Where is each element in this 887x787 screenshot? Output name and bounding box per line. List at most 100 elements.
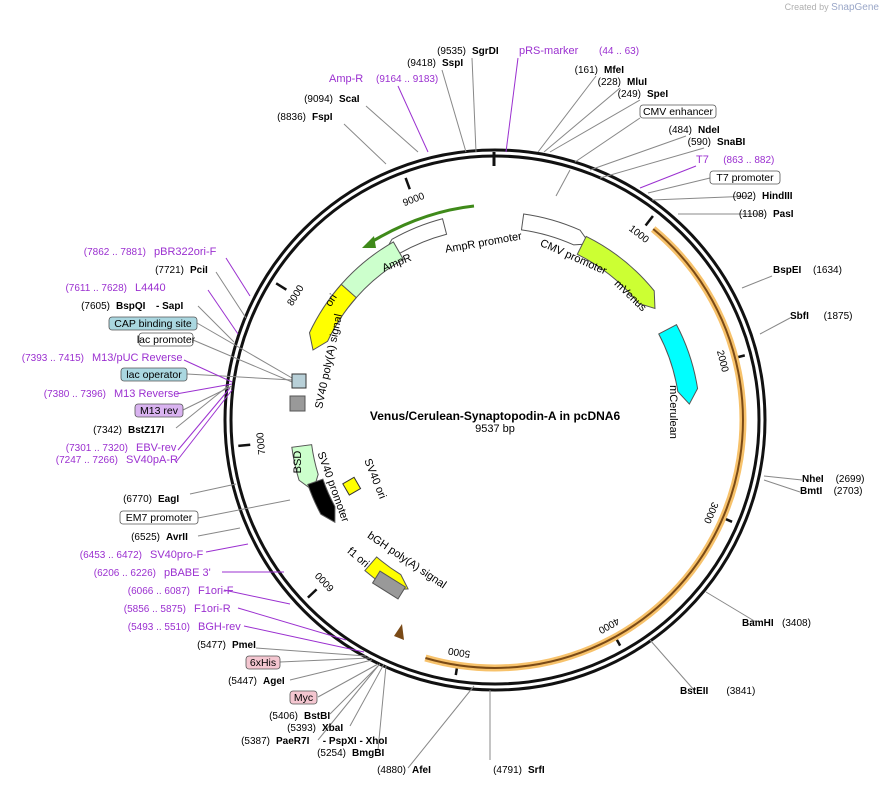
leader-cmv-enhancer [574,117,641,163]
tick-label-7000: 7000 [255,431,268,455]
enzyme-pos-mfei: (161) [575,65,598,76]
enzyme-pos-pasi: (1108) [739,209,767,220]
leader-bspqi [197,305,235,343]
feature-bgh-polya-box [371,570,407,600]
label-lac-operator-box [120,367,188,382]
enzyme-pos-bamhi: (3408) [782,618,811,629]
leader-6xhis [279,657,371,663]
enzyme-bsteii: BstEII [680,686,709,697]
enzyme-pos-fspi: (8836) [277,112,306,123]
leader-spei [549,99,641,153]
feature-sv40-ori-box [342,476,362,496]
label-myc-box [289,690,318,705]
leader-em7-promoter [197,499,291,519]
enzyme-eagi: EagI [158,494,179,505]
enzyme-nhei: NheI [802,474,824,485]
tick-6000 [307,588,318,599]
enzyme-scai: ScaI [339,94,360,105]
enzyme-agei: AgeI [263,676,285,687]
primer-pbabe-3: pBABE 3' [164,567,211,579]
label-em7-promoter: EM7 promoter [126,512,193,524]
leader-bsteii [649,639,695,691]
leader-t7 [639,165,697,189]
leader-agei [289,659,373,681]
plasmid-length: 9537 bp [475,423,515,435]
enzyme-pcii: PciI [190,265,208,276]
enzyme-sbfi: SbfI [790,311,809,322]
enzyme-pos-avrii: (6525) [131,532,160,543]
enzyme-spei: SpeI [647,89,668,100]
label-f1-ori: f1 ori [345,545,371,570]
leader-bstbi [329,663,381,715]
primer-amp-r: Amp-R [329,73,363,85]
primer-f1ori-f: F1ori-F [198,585,234,597]
enzyme-pasi: PasI [773,209,794,220]
enzyme-sspi: SspI [442,58,463,69]
primer-range-ebv-rev: (7301 .. 7320) [66,443,128,454]
leader-hindiii [651,195,753,201]
enzyme-pos-bspqi: (7605) [81,301,110,312]
feature-mvenus [576,235,656,310]
enzyme-hindiii: HindIII [762,191,793,202]
leader-cap-binding-site [196,322,293,379]
leader-fspi [343,123,387,165]
enzyme-pos-pcii: (7721) [155,265,184,276]
snapgene-logo: SnapGene [831,2,879,13]
feature-mcerulean [658,323,699,405]
primer-range-pbabe-3: (6206 .. 6226) [94,568,156,579]
enzyme-ndei: NdeI [698,125,720,136]
enzyme-suffix-bspqi: - SapI [156,301,183,312]
leader-m13-reverse [175,383,233,395]
enzyme-pos-bspei: (1634) [813,265,842,276]
leader-m13-puc-reverse [183,359,233,383]
enzyme-bmgbi: BmgBI [352,748,384,759]
label-ampr-promoter: AmpR promoter [444,230,523,255]
enzyme-pos-nhei: (2699) [836,474,865,485]
tick-8000 [275,282,288,291]
label-lac-promoter: lac promoter [137,334,196,346]
leader-sgrdi [471,57,477,153]
primer-t7: T7 [696,154,709,166]
label-lac-promoter-box [138,332,194,347]
enzyme-pos-hindiii: (902) [733,191,756,202]
leader-avrii [197,527,241,537]
insert-arrow-head [394,624,404,640]
feature-cmv-promoter [520,213,591,246]
primer-range-m13-puc-reverse: (7393 .. 7415) [22,353,84,364]
label-bsd: BSD [292,451,304,474]
leader-sv40pa-r [175,389,233,463]
enzyme-pos-mlui: (228) [598,77,621,88]
leader-ndei [589,135,687,171]
enzyme-pos-srfi: (4791) [493,765,522,776]
primer-range-m13-reverse: (7380 .. 7396) [44,389,106,400]
enzyme-pmei: PmeI [232,640,256,651]
leader-lac-promoter [192,339,293,383]
enzyme-xbai: XbaI [322,723,343,734]
primer-range-pbr322ori-f: (7862 .. 7881) [84,247,146,258]
leader-mfei [537,75,597,153]
primer-range-f1ori-f: (6066 .. 6087) [128,586,190,597]
enzyme-pos-sbfi: (1875) [824,311,853,322]
insert-cds-line [425,228,744,669]
enzyme-mlui: MluI [627,77,647,88]
primer-sv40pa-r: SV40pA-R [126,454,178,466]
feature-ori [308,283,357,351]
label-6xhis: 6xHis [250,657,276,669]
primer-range-bgh-rev: (5493 .. 5510) [128,622,190,633]
primer-sv40pro-f: SV40pro-F [150,549,203,561]
enzyme-pos-xbai: (5393) [287,723,316,734]
enzyme-mfei: MfeI [604,65,624,76]
label-cmv-enhancer: CMV enhancer [643,106,714,118]
leader-ebv-rev [177,387,231,451]
enzyme-pos-paer7i: (5387) [241,736,270,747]
leader-f1ori-f [223,589,291,605]
leader-sv40pro-f [205,543,249,553]
leader-bstz17i [175,385,229,429]
primer-l4440: L4440 [135,282,166,294]
label-em7-promoter-box [119,510,199,525]
enzyme-avrii: AvrII [166,532,188,543]
leader-bamhi [705,591,757,623]
label-m13-rev-box [134,403,184,418]
leader-bmti [763,479,801,493]
leader-myc [317,663,379,698]
